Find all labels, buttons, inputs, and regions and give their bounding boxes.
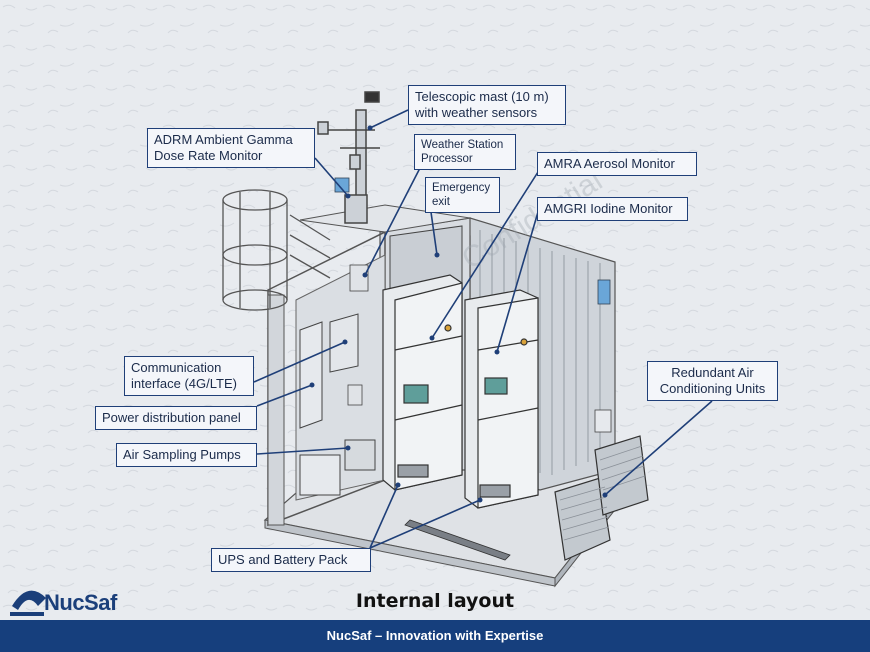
label-adrm: ADRM Ambient Gamma Dose Rate Monitor: [147, 128, 315, 168]
label-communication: Communication interface (4G/LTE): [124, 356, 254, 396]
label-line: Telescopic mast (10 m): [415, 89, 549, 104]
label-emergency-exit: Emergency exit: [425, 177, 500, 213]
label-line: Emergency: [432, 182, 491, 194]
label-line: exit: [432, 196, 450, 208]
label-air-conditioning: Redundant Air Conditioning Units: [647, 361, 778, 401]
label-line: Weather Station: [421, 139, 504, 151]
label-air-pumps: Air Sampling Pumps: [116, 443, 257, 467]
label-amra: AMRA Aerosol Monitor: [537, 152, 697, 176]
label-line: Communication: [131, 360, 222, 375]
leader-lines: [253, 109, 713, 549]
label-line: AMGRI Iodine Monitor: [544, 201, 673, 216]
nucsaf-logo: [10, 590, 46, 616]
label-line: ADRM Ambient Gamma: [154, 132, 293, 147]
label-amgri: AMGRI Iodine Monitor: [537, 197, 688, 221]
label-line: Power distribution panel: [102, 410, 241, 425]
footer-banner: NucSaf – Innovation with Expertise: [0, 620, 870, 652]
label-line: Conditioning Units: [659, 381, 766, 396]
label-line: Processor: [421, 153, 473, 165]
label-ups: UPS and Battery Pack: [211, 548, 371, 572]
label-line: UPS and Battery Pack: [218, 552, 348, 567]
label-line: AMRA Aerosol Monitor: [544, 156, 675, 171]
page-title: Internal layout: [355, 590, 515, 612]
label-telescopic-mast: Telescopic mast (10 m) with weather sens…: [408, 85, 566, 125]
label-line: interface (4G/LTE): [131, 376, 237, 391]
logo-text: NucSaf: [44, 590, 117, 615]
label-line: with weather sensors: [415, 105, 538, 120]
label-line: Dose Rate Monitor: [154, 148, 263, 163]
label-weather-station: Weather Station Processor: [414, 134, 516, 170]
container-illustration: [222, 91, 649, 588]
label-line: Air Sampling Pumps: [123, 447, 241, 462]
label-line: Redundant Air: [671, 365, 754, 380]
label-power-panel: Power distribution panel: [95, 406, 257, 430]
